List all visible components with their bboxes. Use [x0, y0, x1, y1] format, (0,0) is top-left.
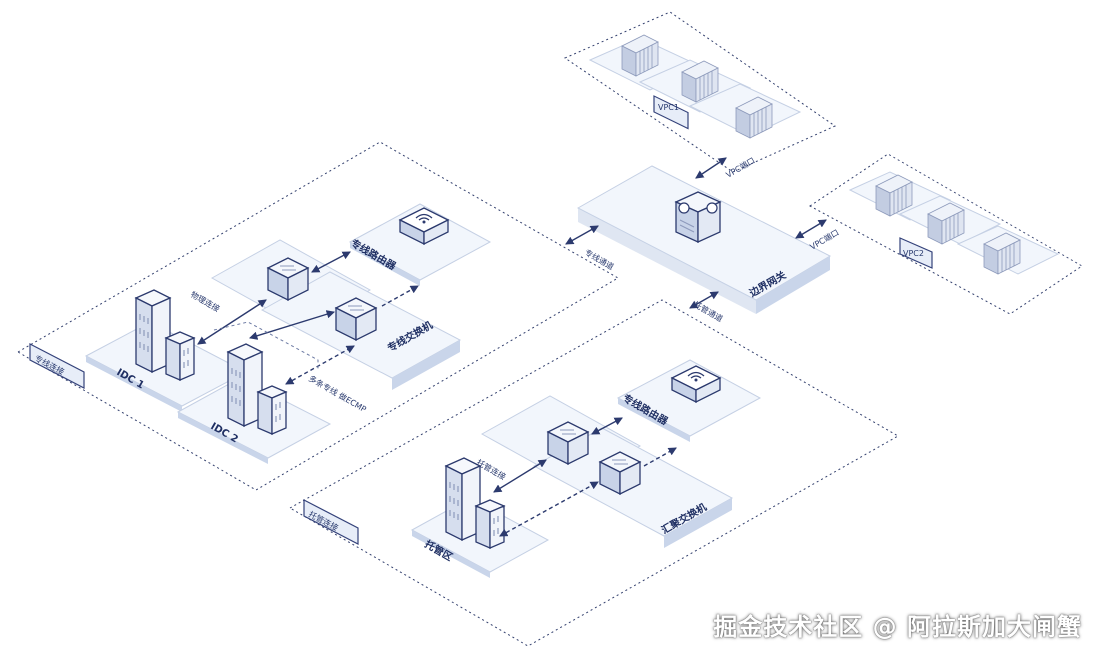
hosted-channel-link [689, 291, 719, 309]
switch-icon [547, 421, 589, 465]
vpc2-region: VPC2 [809, 153, 1083, 315]
vpc2-tag: VPC2 [899, 237, 933, 269]
watermark-text: 掘金技术社区 @ 阿拉斯加大闸蟹 [713, 613, 1082, 641]
switch-icon [335, 297, 377, 341]
switch-icon [599, 451, 641, 495]
svg-text:VPC1: VPC1 [658, 103, 679, 112]
vpc1-tag: VPC1 [653, 95, 689, 130]
switch-icon [267, 257, 309, 301]
vpc1-link [695, 157, 727, 179]
vpc1-region: VPC1 [563, 11, 837, 173]
dedicated-connection-region: 专线路由器 专线交换机 IDC 1 IDC 2 物理连接 多条专线 做ECMP … [17, 141, 619, 491]
svg-text:VPC2: VPC2 [903, 249, 924, 258]
dedicated-channel-link [565, 225, 599, 245]
border-gateway-platform: 边界网关 [576, 165, 832, 314]
vpc2-link [795, 219, 827, 239]
gateway-icon [674, 191, 722, 244]
vpc-port-label-2: VPC端口 [808, 227, 841, 252]
